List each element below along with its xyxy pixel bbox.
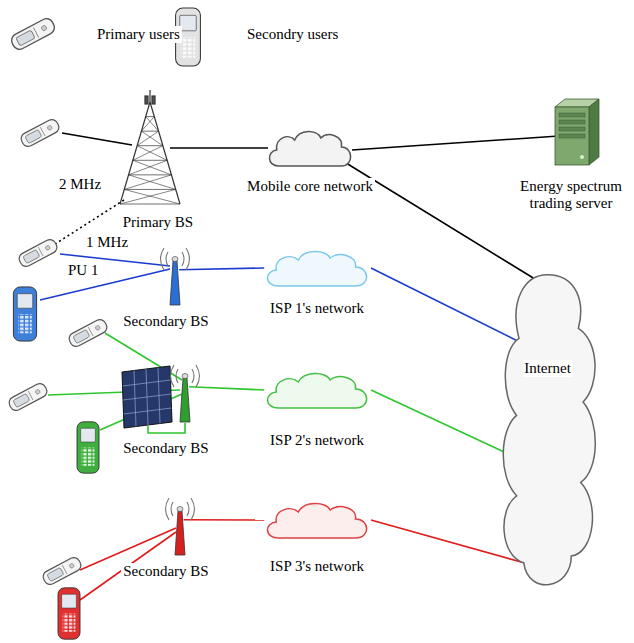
antenna-icon [111,362,221,424]
primary-base-station: Primary BS [108,88,208,231]
network-cloud: ISP 3's network [257,500,377,575]
internet-icon [500,268,595,603]
legend-label: Primary users [95,26,182,43]
secondary-base-station: Secondary BS [111,495,221,580]
network-link [184,519,265,521]
trading-server: Energy spectrum trading server [508,95,634,213]
radio-waves [161,248,190,270]
antenna-icon [171,365,200,422]
secondary-base-station: Secondary BS [111,245,221,330]
bandwidth-label: 1 MHz [84,234,130,251]
user-phones [7,117,109,639]
antenna-icon [111,495,221,557]
node-label: Primary BS [121,214,195,231]
network-cloud: Mobile core network [243,128,377,195]
legend-icons [9,8,200,66]
network-cloud: ISP 1's network [257,248,377,317]
node-label: Secondary BS [121,440,210,457]
legend-label: Secondry users [245,26,340,43]
cloud-shape [267,373,366,408]
radio-waves [171,365,200,387]
cloud-shape [267,503,366,538]
antenna-icon [111,245,221,307]
antenna-icon [166,498,195,555]
node-label: Secondary BS [121,313,210,330]
primary-phone-icon [9,16,57,51]
node-label: Internet [522,360,573,377]
cloud-shape [269,131,350,166]
network-link [179,268,264,270]
server-icon [510,95,632,170]
node-label: ISP 1's network [268,300,366,317]
lattice-tower [120,90,180,204]
cloud-icon [257,500,377,540]
radio-waves [166,498,195,520]
cloud-icon [245,128,375,168]
node-label: Energy spectrum trading server [508,178,634,213]
bandwidth-label: 2 MHz [57,176,103,193]
cloud-shape [503,275,595,585]
user-links [40,133,182,600]
node-label: Secondary BS [121,563,210,580]
cloud-icon [257,370,377,410]
node-label: Mobile core network [245,178,375,195]
server-icon [555,99,599,165]
internet-cloud: Internet [500,268,595,603]
tower-icon [108,88,208,208]
network-link [170,147,268,149]
node-label: ISP 2's network [268,432,366,449]
network-link [352,136,555,150]
secondary-base-station: Secondary BS [111,362,221,457]
solar-panel [122,366,185,433]
network-link [371,390,505,452]
network-link [371,268,519,342]
cloud-shape [267,251,366,286]
cloud-icon [257,248,377,288]
network-cloud: ISP 2's network [257,370,377,449]
network-link [189,387,264,390]
antenna-icon [161,248,190,305]
network-link [371,520,524,563]
network-link [348,164,534,278]
user-label: PU 1 [66,262,100,279]
node-label: ISP 3's network [268,558,366,575]
